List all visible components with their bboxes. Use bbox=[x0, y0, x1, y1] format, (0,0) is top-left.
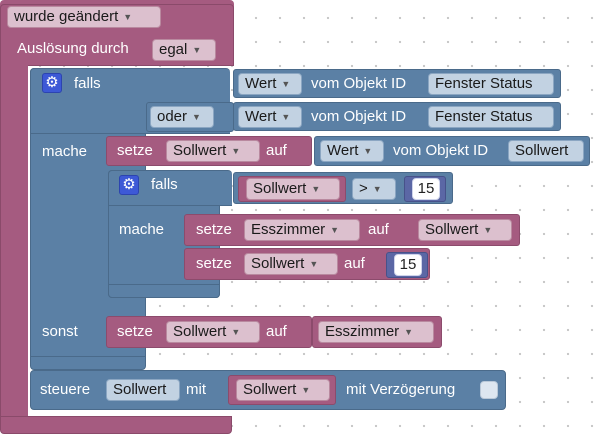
control-object[interactable]: Sollwert bbox=[106, 379, 180, 401]
chevron-down-icon: ▼ bbox=[330, 225, 340, 235]
gear-icon[interactable]: ⚙ bbox=[42, 73, 62, 93]
set-1-object[interactable]: Sollwert bbox=[508, 140, 584, 162]
chevron-down-icon: ▼ bbox=[231, 146, 241, 156]
set-1-label: setze bbox=[117, 142, 153, 159]
compare-variable[interactable]: Sollwert▼ bbox=[246, 178, 340, 200]
set-b-value[interactable]: 15 bbox=[394, 254, 422, 276]
chevron-down-icon: ▼ bbox=[192, 112, 201, 122]
do-label: mache bbox=[42, 143, 88, 160]
or-dropdown[interactable]: oder▼ bbox=[150, 106, 214, 128]
else-set-value[interactable]: Esszimmer▼ bbox=[318, 321, 434, 343]
control-delay-label: mit Verzögerung bbox=[346, 381, 456, 398]
event-block-footer bbox=[0, 416, 232, 434]
event-block-spine bbox=[0, 60, 28, 430]
set-a-value[interactable]: Sollwert▼ bbox=[418, 219, 512, 241]
set-1-to-label: auf bbox=[266, 142, 287, 159]
chevron-down-icon: ▼ bbox=[301, 385, 311, 395]
set-b-variable[interactable]: Sollwert▼ bbox=[244, 253, 338, 275]
else-set-variable[interactable]: Sollwert▼ bbox=[166, 321, 260, 343]
gear-icon[interactable]: ⚙ bbox=[119, 175, 139, 195]
set-a-label: setze bbox=[196, 221, 232, 238]
if-label: falls bbox=[74, 75, 101, 92]
condition-2-object[interactable]: Fenster Status bbox=[428, 106, 554, 128]
condition-1-property[interactable]: Wert▼ bbox=[238, 73, 302, 95]
trigger-dropdown[interactable]: egal▼ bbox=[152, 39, 216, 61]
set-a-to-label: auf bbox=[368, 221, 389, 238]
trigger-label: Auslösung durch bbox=[17, 40, 129, 57]
else-set-to-label: auf bbox=[266, 323, 287, 340]
set-1-property[interactable]: Wert▼ bbox=[320, 140, 384, 162]
inner-if-label: falls bbox=[151, 176, 178, 193]
chevron-down-icon: ▼ bbox=[363, 146, 373, 156]
chevron-down-icon: ▼ bbox=[192, 45, 202, 55]
control-with-label: mit bbox=[186, 381, 206, 398]
else-label: sonst bbox=[42, 323, 78, 340]
set-1-variable[interactable]: Sollwert▼ bbox=[166, 140, 260, 162]
chevron-down-icon: ▼ bbox=[372, 184, 382, 194]
chevron-down-icon: ▼ bbox=[281, 79, 291, 89]
condition-2-property[interactable]: Wert▼ bbox=[238, 106, 302, 128]
condition-1-of-label: vom Objekt ID bbox=[311, 75, 407, 92]
chevron-down-icon: ▼ bbox=[281, 112, 291, 122]
control-label: steuere bbox=[40, 381, 91, 398]
chevron-down-icon: ▼ bbox=[311, 184, 321, 194]
set-b-label: setze bbox=[196, 255, 232, 272]
condition-2-of-label: vom Objekt ID bbox=[311, 108, 407, 125]
delay-checkbox[interactable] bbox=[480, 381, 498, 399]
set-1-of-label: vom Objekt ID bbox=[393, 142, 489, 159]
control-value[interactable]: Sollwert▼ bbox=[236, 379, 330, 401]
set-b-to-label: auf bbox=[344, 255, 365, 272]
inner-if-bottom bbox=[108, 284, 220, 298]
else-set-label: setze bbox=[117, 323, 153, 340]
chevron-down-icon: ▼ bbox=[483, 225, 493, 235]
chevron-down-icon: ▼ bbox=[123, 12, 133, 22]
state-dropdown[interactable]: wurde geändert▼ bbox=[7, 6, 161, 28]
condition-1-object[interactable]: Fenster Status bbox=[428, 73, 554, 95]
if-block-bottom bbox=[30, 356, 146, 370]
chevron-down-icon: ▼ bbox=[404, 327, 414, 337]
set-a-variable[interactable]: Esszimmer▼ bbox=[244, 219, 360, 241]
compare-value[interactable]: 15 bbox=[412, 178, 440, 200]
compare-operator[interactable]: >▼ bbox=[352, 178, 396, 200]
inner-do-label: mache bbox=[119, 221, 165, 238]
chevron-down-icon: ▼ bbox=[309, 259, 319, 269]
chevron-down-icon: ▼ bbox=[231, 327, 241, 337]
